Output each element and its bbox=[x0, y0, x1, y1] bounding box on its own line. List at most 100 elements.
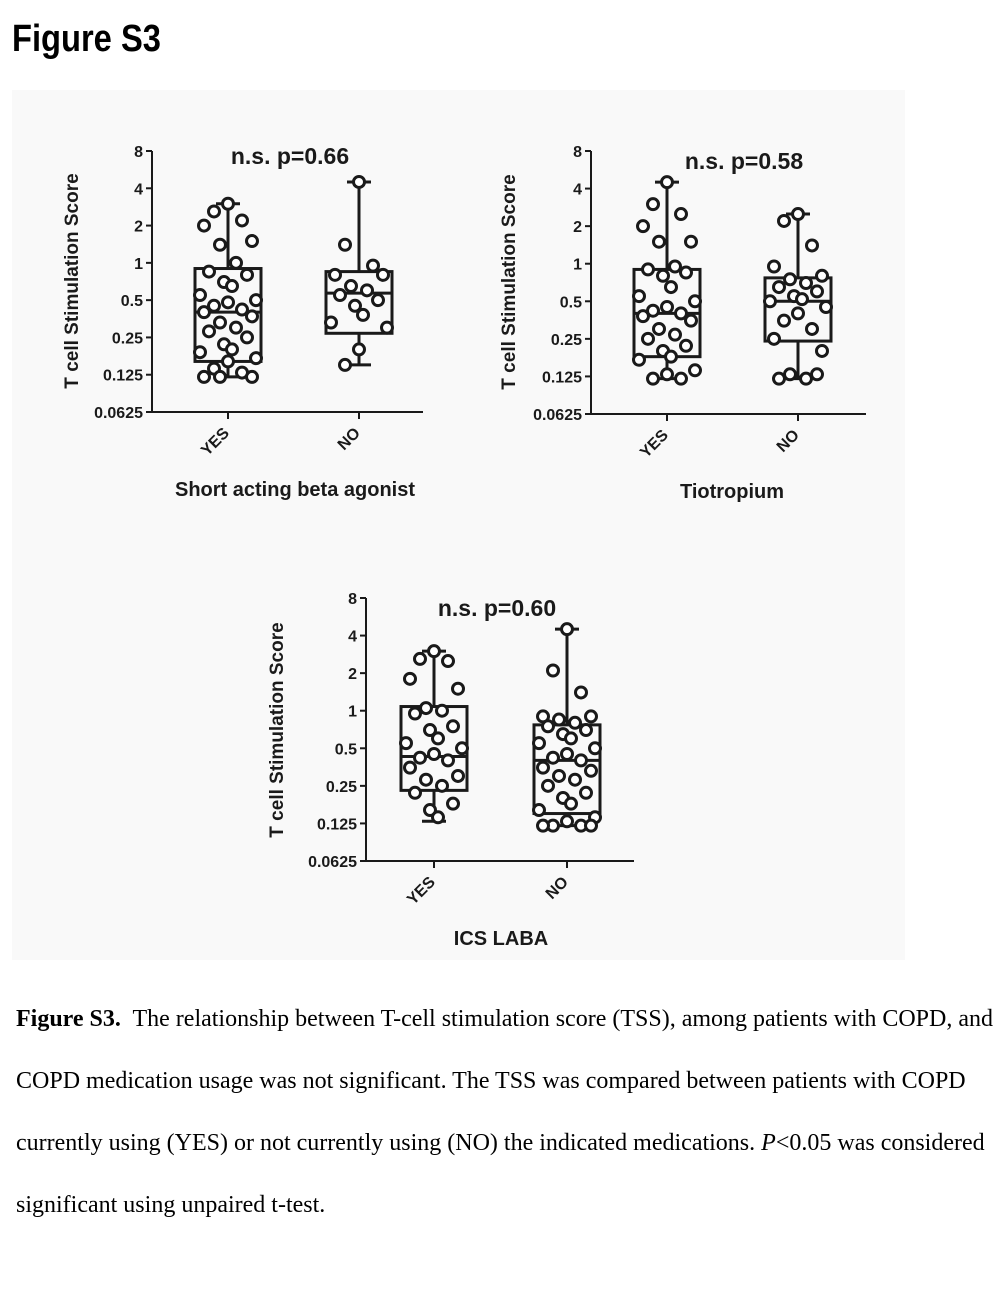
data-point bbox=[783, 272, 797, 287]
data-point bbox=[810, 367, 824, 382]
data-point bbox=[584, 763, 598, 778]
data-point bbox=[197, 305, 211, 320]
y-tick-label: 0.25 bbox=[326, 779, 357, 796]
data-point bbox=[815, 268, 829, 283]
data-point bbox=[674, 207, 688, 222]
data-point bbox=[679, 265, 693, 280]
data-point bbox=[668, 327, 682, 342]
data-point bbox=[380, 320, 394, 335]
data-point bbox=[777, 213, 791, 228]
data-point bbox=[632, 289, 646, 304]
y-tick-label: 0.125 bbox=[317, 816, 357, 833]
data-point bbox=[197, 218, 211, 233]
data-point bbox=[435, 703, 449, 718]
data-point bbox=[408, 706, 422, 721]
y-tick-label: 0.125 bbox=[103, 368, 143, 385]
data-point bbox=[574, 753, 588, 768]
data-point bbox=[805, 321, 819, 336]
data-point bbox=[366, 258, 380, 273]
data-point bbox=[783, 367, 797, 382]
data-point bbox=[403, 760, 417, 775]
data-point bbox=[532, 803, 546, 818]
data-point bbox=[419, 772, 433, 787]
data-point bbox=[197, 369, 211, 384]
data-point bbox=[641, 262, 655, 277]
y-tick-label: 4 bbox=[573, 182, 582, 199]
data-point bbox=[240, 330, 254, 345]
data-point bbox=[684, 234, 698, 249]
data-point bbox=[240, 267, 254, 282]
data-point bbox=[344, 279, 358, 294]
data-point bbox=[536, 760, 550, 775]
data-point bbox=[660, 367, 674, 382]
y-tick-label: 0.0625 bbox=[308, 854, 357, 871]
y-tick-label: 2 bbox=[134, 219, 143, 236]
data-point bbox=[213, 315, 227, 330]
data-point bbox=[799, 371, 813, 386]
y-tick-label: 0.25 bbox=[112, 330, 143, 347]
data-point bbox=[413, 651, 427, 666]
data-point bbox=[763, 294, 777, 309]
figure-caption: Figure S3. The relationship between T-ce… bbox=[16, 988, 996, 1236]
data-point bbox=[441, 654, 455, 669]
panel-title: n.s. p=0.58 bbox=[685, 148, 803, 174]
y-tick-label: 0.5 bbox=[121, 293, 143, 310]
data-point bbox=[668, 259, 682, 274]
y-axis-label: T cell Stimulation Score bbox=[62, 173, 83, 388]
y-tick-label: 0.25 bbox=[551, 332, 582, 349]
caption-text-end: <0.05 was considered significant using u… bbox=[16, 1130, 985, 1218]
data-point bbox=[552, 712, 566, 727]
data-point bbox=[408, 785, 422, 800]
data-point bbox=[193, 288, 207, 303]
data-point bbox=[772, 280, 786, 295]
data-point bbox=[791, 306, 805, 321]
data-point bbox=[564, 731, 578, 746]
x-tick-label: NO bbox=[543, 874, 572, 903]
data-point bbox=[207, 298, 221, 313]
data-point bbox=[819, 299, 833, 314]
data-point bbox=[225, 342, 239, 357]
y-tick-label: 4 bbox=[348, 629, 357, 646]
data-point bbox=[805, 238, 819, 253]
y-tick-label: 8 bbox=[134, 144, 143, 161]
data-point bbox=[636, 219, 650, 234]
data-point bbox=[403, 671, 417, 686]
data-point bbox=[235, 302, 249, 317]
data-point bbox=[684, 313, 698, 328]
y-tick-label: 0.0625 bbox=[533, 407, 582, 424]
data-point bbox=[352, 342, 366, 357]
data-point bbox=[423, 723, 437, 738]
data-point bbox=[568, 715, 582, 730]
data-point bbox=[546, 750, 560, 765]
data-point bbox=[660, 299, 674, 314]
figure-title: Figure S3 bbox=[12, 18, 161, 60]
y-tick-label: 2 bbox=[573, 219, 582, 236]
data-point bbox=[229, 255, 243, 270]
data-point bbox=[579, 723, 593, 738]
x-axis-label: Short acting beta agonist bbox=[175, 479, 415, 501]
data-point bbox=[541, 778, 555, 793]
data-point bbox=[579, 785, 593, 800]
y-tick-label: 8 bbox=[348, 591, 357, 608]
data-point bbox=[446, 796, 460, 811]
data-point bbox=[799, 276, 813, 291]
y-tick-label: 2 bbox=[348, 666, 357, 683]
data-point bbox=[767, 331, 781, 346]
data-point bbox=[767, 259, 781, 274]
data-point bbox=[646, 197, 660, 212]
data-point bbox=[202, 264, 216, 279]
data-point bbox=[810, 284, 824, 299]
data-point bbox=[435, 778, 449, 793]
data-point bbox=[441, 753, 455, 768]
data-point bbox=[451, 768, 465, 783]
data-point bbox=[213, 237, 227, 252]
y-tick-label: 0.5 bbox=[335, 741, 357, 758]
data-point bbox=[324, 315, 338, 330]
iqr-box bbox=[324, 270, 394, 335]
panel-title: n.s. p=0.66 bbox=[231, 143, 349, 169]
data-point bbox=[221, 354, 235, 369]
data-point bbox=[560, 746, 574, 761]
data-point bbox=[427, 746, 441, 761]
